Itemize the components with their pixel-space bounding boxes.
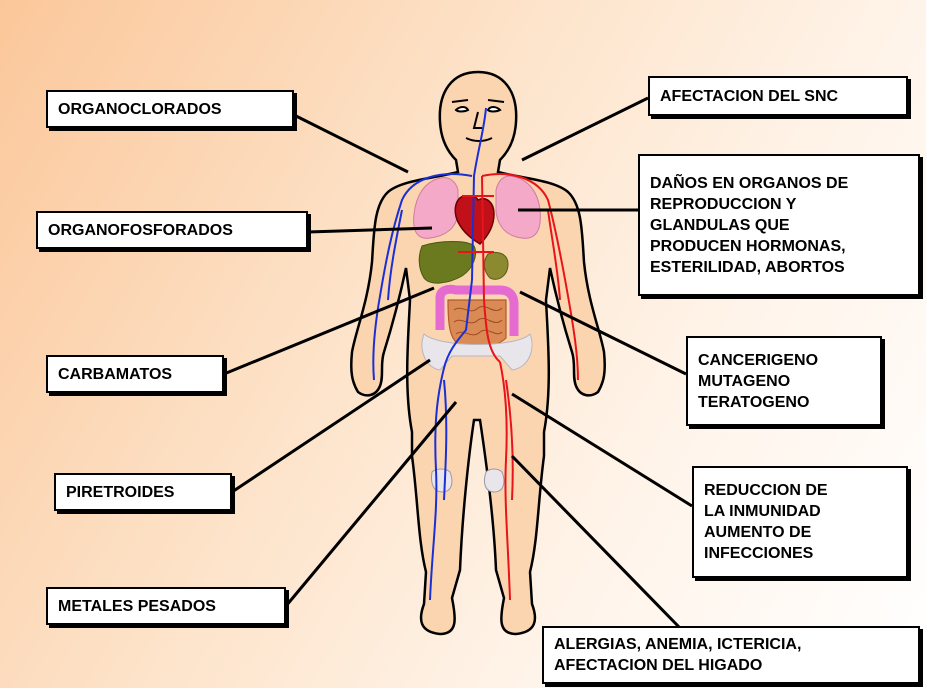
label-organoclorados: ORGANOCLORADOS <box>46 90 294 128</box>
heart <box>454 195 495 245</box>
label-line: MUTAGENO <box>698 372 791 390</box>
label-line: ALERGIAS, ANEMIA, ICTERICIA, <box>554 636 802 653</box>
label-danos-reproduccion: DAÑOS EN ORGANOS DE REPRODUCCION Y GLAND… <box>638 154 920 296</box>
label-afectacion-snc: AFECTACION DEL SNC <box>648 76 908 116</box>
arteries <box>458 173 579 601</box>
label-organofosforados: ORGANOFOSFORADOS <box>36 211 308 249</box>
left-lung <box>413 177 459 239</box>
label-line: TERATOGENO <box>698 393 810 411</box>
label-metales-pesados: METALES PESADOS <box>46 587 286 625</box>
label-reduccion-inmunidad: REDUCCION DE LA INMUNIDAD AUMENTO DE INF… <box>692 466 908 578</box>
face <box>451 99 505 142</box>
label-line: GLANDULAS QUE <box>650 216 790 234</box>
large-intestine <box>435 284 519 336</box>
label-line: AFECTACION DEL SNC <box>660 87 839 105</box>
label-line: CANCERIGENO <box>698 351 819 369</box>
label-alergias-anemia: ALERGIAS, ANEMIA, ICTERICIA, AFECTACION … <box>542 626 920 684</box>
label-line: INFECCIONES <box>704 545 814 562</box>
label-line: AFECTACION DEL HIGADO <box>554 657 763 674</box>
label-piretroides: PIRETROIDES <box>54 473 232 511</box>
label-line: LA INMUNIDAD <box>704 503 821 520</box>
label-line: REDUCCION DE <box>704 482 828 499</box>
stomach <box>483 251 509 280</box>
label-carbamatos: CARBAMATOS <box>46 355 224 393</box>
label-line: ESTERILIDAD, ABORTOS <box>650 258 845 276</box>
veins <box>372 107 487 601</box>
label-cancerigeno: CANCERIGENO MUTAGENO TERATOGENO <box>686 336 882 426</box>
label-line: DAÑOS EN ORGANOS DE <box>650 174 849 192</box>
label-line: REPRODUCCION Y <box>650 195 797 213</box>
right-lung <box>495 175 541 239</box>
label-line: PRODUCEN HORMONAS, <box>650 237 846 255</box>
connector-lines <box>223 96 693 630</box>
label-line: AUMENTO DE <box>704 524 812 541</box>
